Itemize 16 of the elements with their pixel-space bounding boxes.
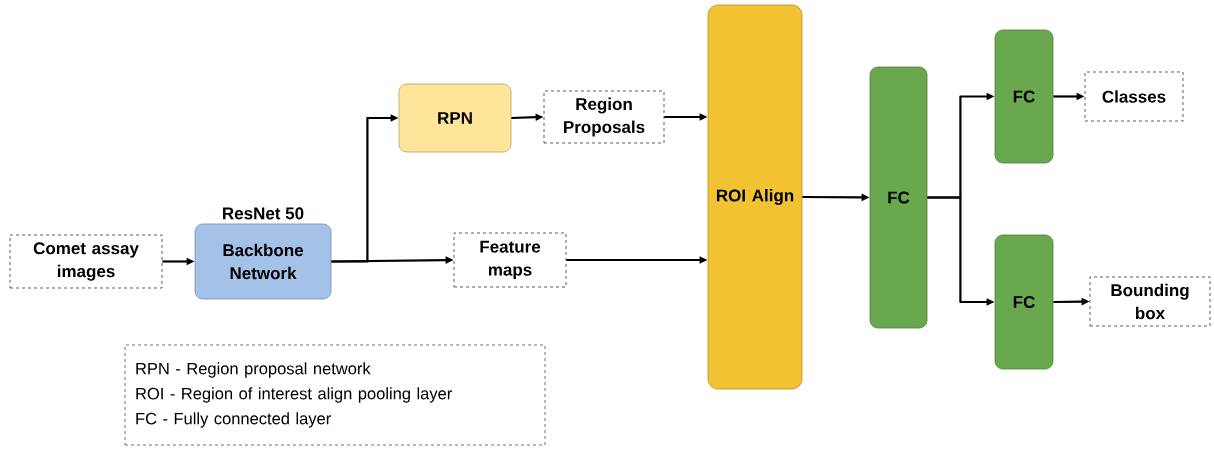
process-box: FC: [994, 29, 1054, 164]
legend-text: FC - Fully connected layer: [136, 412, 331, 428]
legend-text: ROI - Region of interest align pooling layer: [136, 387, 452, 403]
legend-box: [124, 344, 546, 446]
output-box: Region Proposals: [543, 90, 665, 144]
process-box: FC: [869, 66, 928, 329]
input-box: Comet assay images: [9, 234, 163, 289]
output-box: Bounding box: [1089, 276, 1211, 327]
output-box: Classes: [1084, 71, 1184, 122]
output-box: Feature maps: [453, 232, 567, 288]
legend-text: RPN - Region proposal network: [136, 362, 371, 378]
process-box: RPN: [398, 83, 512, 153]
process-box: ROI Align: [707, 4, 803, 390]
heading: ResNet 50: [223, 207, 304, 220]
process-box: FC: [994, 234, 1054, 370]
process-box: Backbone Network: [194, 223, 332, 300]
